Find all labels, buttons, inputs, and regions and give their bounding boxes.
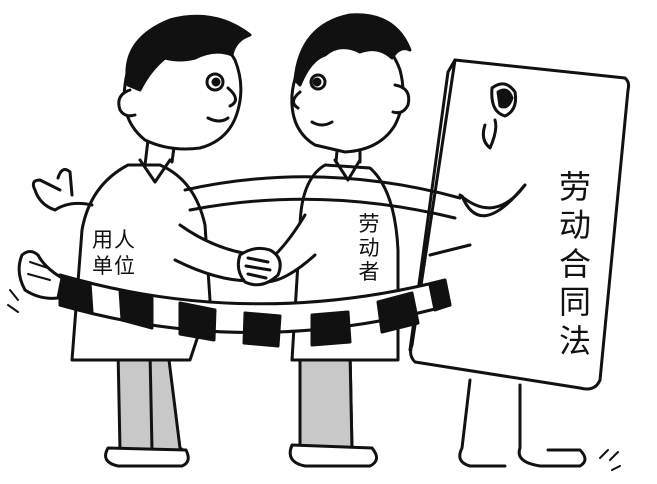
belt-back bbox=[183, 175, 462, 200]
law-legs bbox=[458, 378, 587, 468]
law-label: 劳动合同法 bbox=[558, 168, 591, 360]
employer-raised-arm bbox=[31, 178, 94, 212]
employer-hair bbox=[125, 14, 252, 92]
handshake bbox=[236, 246, 282, 287]
employer-figure bbox=[31, 14, 264, 468]
worker-hair bbox=[293, 13, 412, 87]
law-paper bbox=[409, 58, 631, 391]
law-document-figure bbox=[408, 58, 631, 471]
employer-shoe-left bbox=[104, 446, 190, 468]
worker-figure bbox=[263, 13, 412, 468]
worker-shoe bbox=[288, 443, 378, 468]
employer-label-line1: 用人 bbox=[92, 228, 136, 252]
employer-label-line2: 单位 bbox=[92, 254, 136, 278]
worker-label: 劳动者 bbox=[358, 212, 380, 285]
belt bbox=[7, 175, 462, 348]
employer-belt-hand bbox=[17, 250, 64, 300]
law-arm bbox=[428, 243, 472, 257]
